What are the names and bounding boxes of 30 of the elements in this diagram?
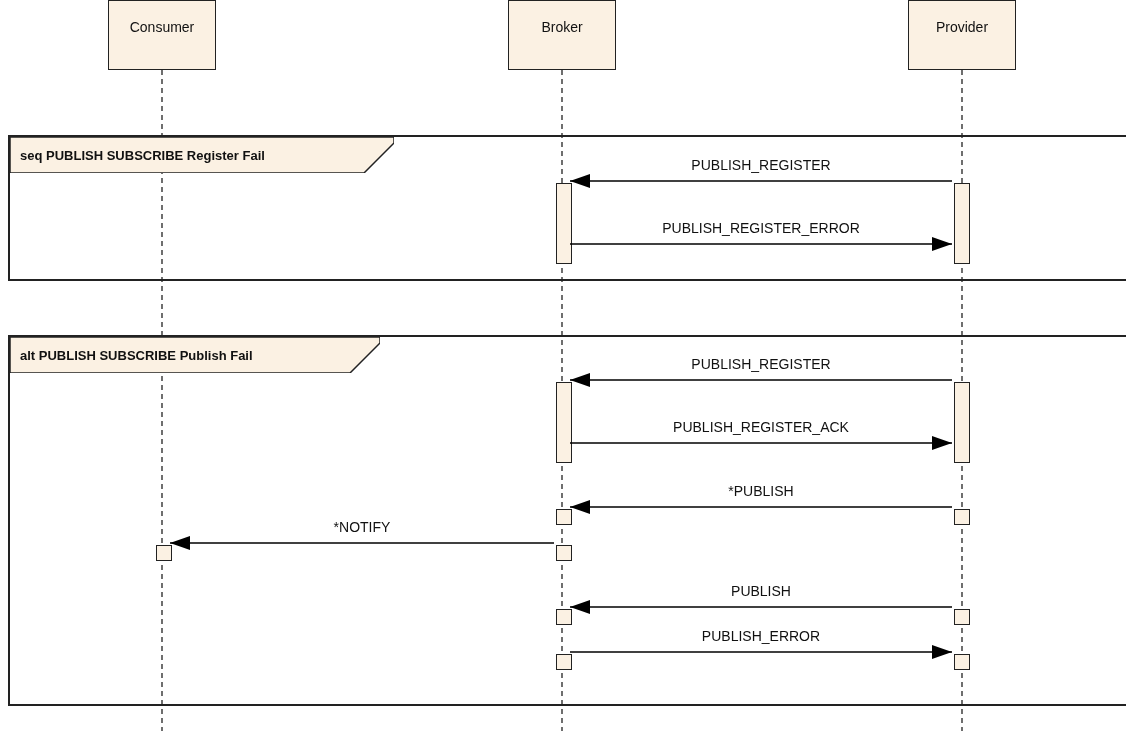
- message-arrow: [569, 237, 953, 251]
- message-arrow: [569, 436, 953, 450]
- participant-name: Consumer: [129, 18, 195, 37]
- message-arrow: [569, 600, 953, 614]
- fragment-title: seq PUBLISH SUBSCRIBE Register Fail: [20, 147, 265, 165]
- message-arrow: [569, 645, 953, 659]
- message-arrow: [169, 536, 555, 550]
- activation-box: [954, 609, 970, 625]
- lifeline-head: [108, 0, 216, 70]
- activation-box: [954, 654, 970, 670]
- fragment-frame: [8, 335, 1126, 706]
- activation-box: [954, 509, 970, 525]
- lifeline-head: [508, 0, 616, 70]
- message-arrow: [569, 174, 953, 188]
- participant-name: Broker: [541, 18, 583, 37]
- message-arrow: [569, 373, 953, 387]
- message-arrow: [569, 500, 953, 514]
- activation-bar: [954, 183, 970, 264]
- activation-bar: [556, 183, 572, 264]
- activation-bar: [556, 382, 572, 463]
- fragment-frame: [8, 135, 1126, 281]
- lifeline-head: [908, 0, 1016, 70]
- fragment-title: alt PUBLISH SUBSCRIBE Publish Fail: [20, 347, 253, 365]
- activation-box: [556, 609, 572, 625]
- activation-box: [556, 509, 572, 525]
- activation-box: [556, 654, 572, 670]
- activation-box: [156, 545, 172, 561]
- activation-bar: [954, 382, 970, 463]
- activation-box: [556, 545, 572, 561]
- participant-name: Provider: [935, 18, 989, 37]
